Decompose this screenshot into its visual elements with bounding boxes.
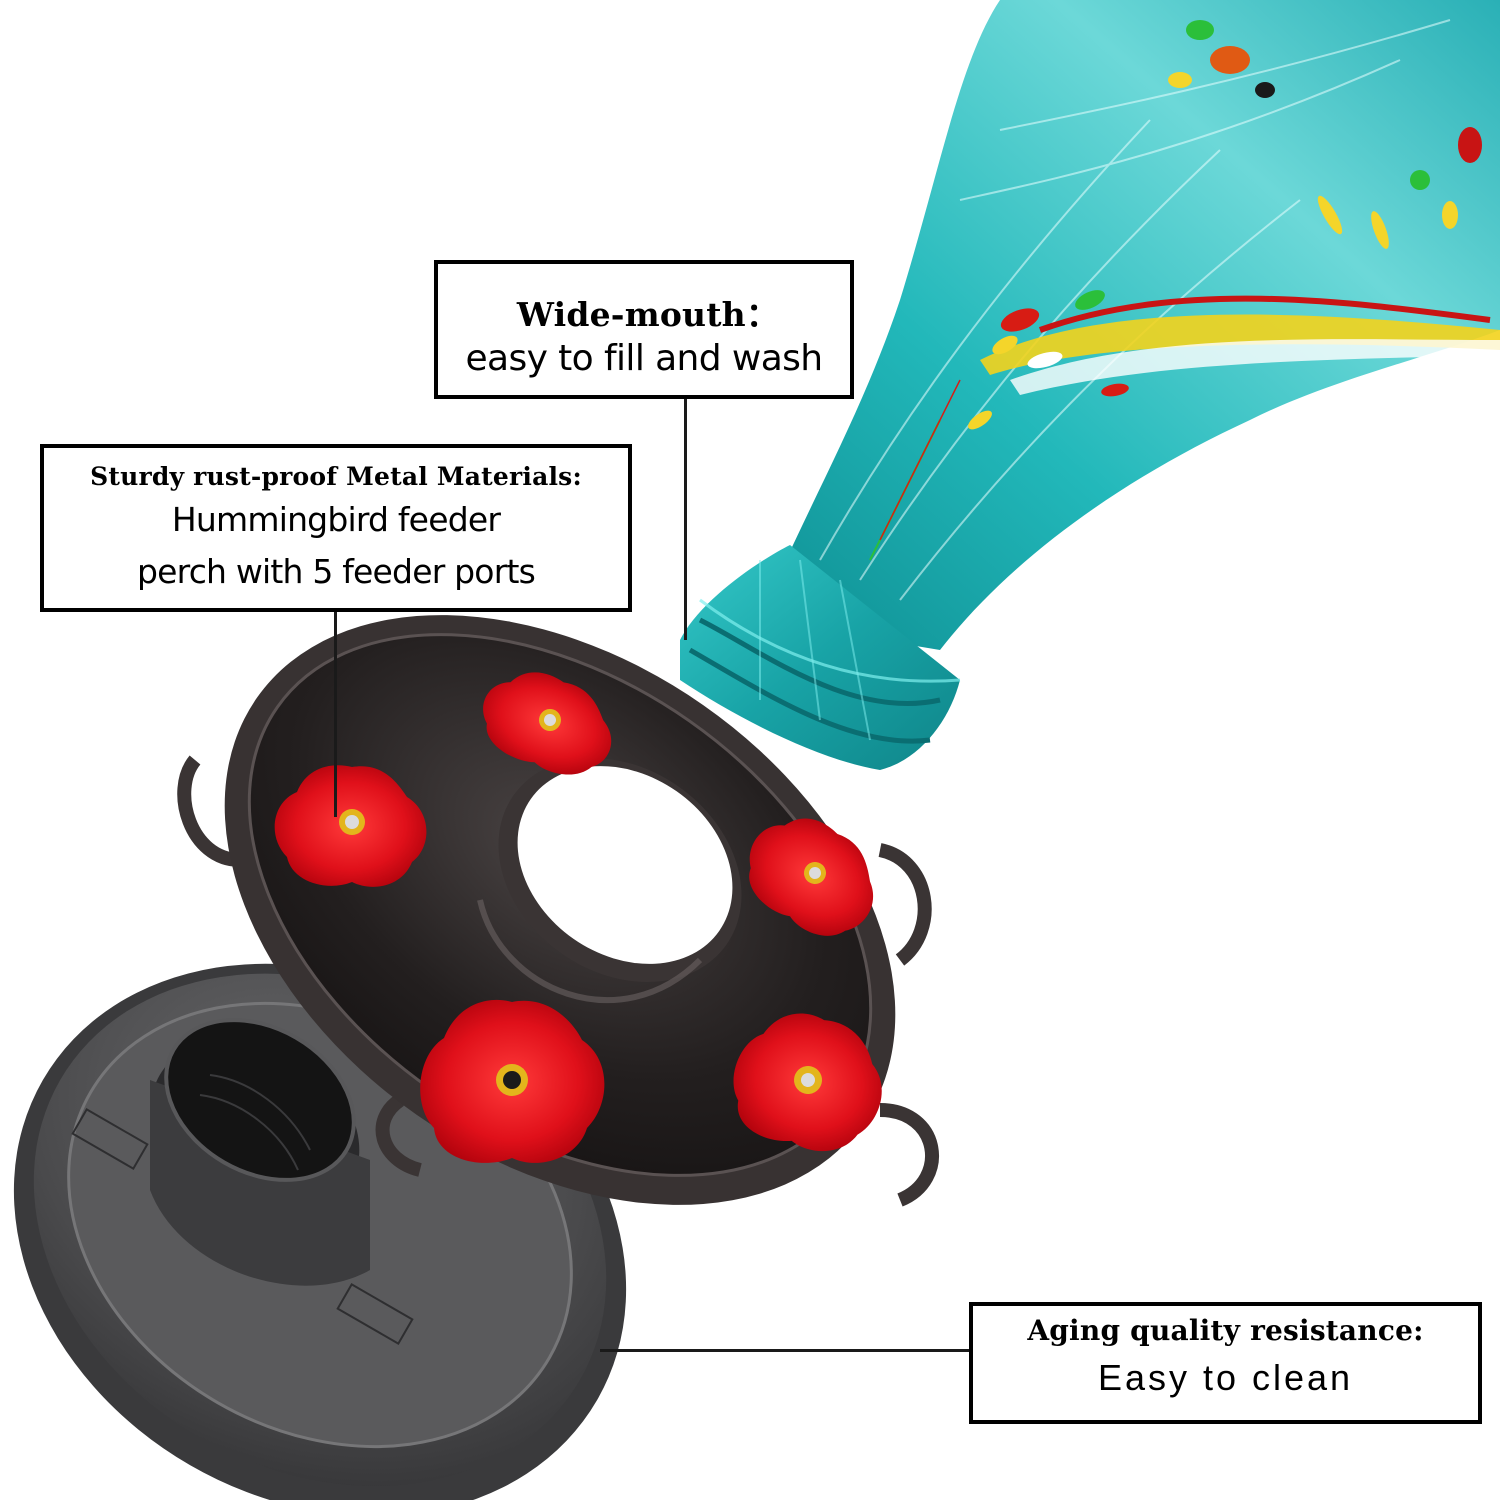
base-dish bbox=[13, 963, 627, 1500]
feeder-ports bbox=[274, 672, 882, 1163]
art-glass-pattern bbox=[869, 20, 1500, 561]
callout-title: Aging quality resistance: bbox=[1027, 1314, 1424, 1347]
feeder-port-2 bbox=[483, 672, 612, 775]
glass-bottle bbox=[760, 0, 1500, 650]
callout-title: Wide-mouth： bbox=[516, 295, 780, 334]
callout-wide-mouth: Wide-mouth： easy to fill and wash bbox=[434, 260, 854, 399]
callout-text-line-2: perch with 5 feeder ports bbox=[137, 552, 536, 591]
callout-text-line-1: Hummingbird feeder bbox=[171, 500, 501, 539]
bottle-neck bbox=[680, 545, 961, 770]
feeder-port-5 bbox=[733, 1013, 882, 1152]
callout-aging-resistance: Aging quality resistance: Easy to clean bbox=[969, 1302, 1482, 1424]
callout-title: Sturdy rust-proof Metal Materials: bbox=[90, 462, 582, 491]
callout-text: Easy to clean bbox=[1097, 1357, 1354, 1398]
perch-ring bbox=[177, 615, 939, 1207]
feeder-port-3 bbox=[749, 818, 874, 936]
callout-metal-materials: Sturdy rust-proof Metal Materials: Hummi… bbox=[40, 444, 632, 612]
leader-line-metal bbox=[334, 612, 337, 817]
feeder-port-1 bbox=[274, 765, 427, 887]
feeder-port-4 bbox=[420, 999, 605, 1163]
callout-text: easy to fill and wash bbox=[465, 338, 823, 379]
leader-line-wide-mouth bbox=[684, 399, 687, 640]
leader-line-aging bbox=[600, 1349, 969, 1352]
